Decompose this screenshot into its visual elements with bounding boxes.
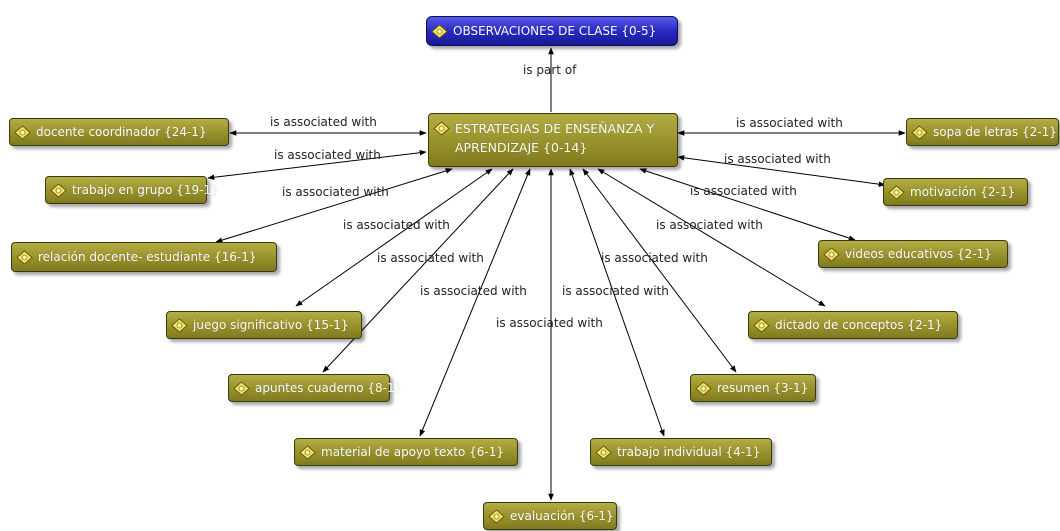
node-apuntes-cuaderno[interactable]: apuntes cuaderno {8-1}	[228, 374, 402, 402]
edge-trabajo-individual[interactable]: is associated with	[562, 168, 669, 437]
edge-material[interactable]: is associated with	[419, 168, 531, 437]
code-icon	[488, 508, 505, 524]
code-icon	[595, 444, 612, 460]
edge-label: is associated with	[377, 251, 484, 265]
edge-label: is associated with	[562, 284, 669, 298]
node-trabajo-individual[interactable]: trabajo individual {4-1}	[590, 438, 772, 466]
code-icon	[823, 246, 840, 262]
node-evaluacion[interactable]: evaluación {6-1}	[483, 502, 617, 530]
code-icon	[16, 249, 33, 265]
node-juego-significativo[interactable]: juego significativo {15-1}	[166, 311, 362, 339]
edge-apuntes[interactable]: is associated with	[322, 168, 514, 373]
edge-label: is associated with	[736, 116, 843, 130]
edge-label: is associated with	[270, 115, 377, 129]
edge-label: is associated with	[724, 152, 831, 166]
node-label: OBSERVACIONES DE CLASE {0-5}	[453, 24, 657, 38]
code-icon	[431, 23, 448, 39]
edge-label: is part of	[523, 63, 577, 77]
code-icon	[50, 182, 67, 198]
code-icon	[911, 124, 928, 140]
node-material-de-apoyo-texto[interactable]: material de apoyo texto {6-1}	[294, 438, 518, 466]
edge-relacion[interactable]: is associated with	[215, 168, 453, 243]
node-label: videos educativos {2-1}	[845, 247, 992, 261]
code-icon	[14, 124, 31, 140]
code-icon	[888, 184, 905, 200]
node-label: evaluación {6-1}	[510, 509, 614, 523]
node-sopa-de-letras[interactable]: sopa de letras {2-1}	[906, 118, 1059, 146]
edge-label: is associated with	[601, 251, 708, 265]
edge-videos[interactable]: is associated with	[639, 168, 856, 241]
node-label: relación docente- estudiante {16-1}	[38, 250, 257, 264]
node-motivacion[interactable]: motivación {2-1}	[883, 178, 1028, 206]
edge-juego[interactable]: is associated with	[295, 168, 493, 307]
edge-label: is associated with	[274, 148, 381, 162]
code-icon	[233, 380, 250, 396]
edge-label: is associated with	[690, 184, 797, 198]
node-label: resumen {3-1}	[717, 381, 809, 395]
node-label: trabajo individual {4-1}	[617, 445, 761, 459]
edge-label: is associated with	[496, 316, 603, 330]
edge-docente[interactable]: is associated with	[229, 115, 427, 136]
code-icon	[433, 121, 450, 136]
edge-part-of[interactable]: is part of	[523, 47, 577, 112]
node-resumen[interactable]: resumen {3-1}	[690, 374, 816, 402]
node-trabajo-en-grupo[interactable]: trabajo en grupo {19-1}	[45, 176, 219, 204]
node-label: juego significativo {15-1}	[193, 318, 349, 332]
node-label: material de apoyo texto {6-1}	[321, 445, 504, 459]
node-dictado-de-conceptos[interactable]: dictado de conceptos {2-1}	[748, 311, 958, 339]
code-icon	[171, 317, 188, 333]
node-label: trabajo en grupo {19-1}	[72, 183, 219, 197]
edge-label: is associated with	[420, 284, 527, 298]
node-docente-coordinador[interactable]: docente coordinador {24-1}	[9, 118, 229, 146]
node-label: motivación {2-1}	[910, 185, 1016, 199]
node-label: docente coordinador {24-1}	[36, 125, 207, 139]
edge-label: is associated with	[282, 185, 389, 199]
node-relacion-docente-estudiante[interactable]: relación docente- estudiante {16-1}	[11, 242, 277, 272]
code-icon	[299, 444, 316, 460]
edge-label: is associated with	[343, 218, 450, 232]
node-label: dictado de conceptos {2-1}	[775, 318, 943, 332]
edge-dictado[interactable]: is associated with	[597, 168, 826, 307]
node-estrategias-de-ensenanza[interactable]: ESTRATEGIAS DE ENSEÑANZA Y APRENDIZAJE {…	[428, 113, 678, 167]
edge-label: is associated with	[656, 218, 763, 232]
node-videos-educativos[interactable]: videos educativos {2-1}	[818, 240, 1008, 268]
node-label: ESTRATEGIAS DE ENSEÑANZA Y APRENDIZAJE {…	[455, 121, 655, 155]
node-observaciones-de-clase[interactable]: OBSERVACIONES DE CLASE {0-5}	[426, 16, 678, 46]
edge-sopa[interactable]: is associated with	[677, 116, 906, 136]
node-label: sopa de letras {2-1}	[933, 125, 1057, 139]
edge-resumen[interactable]: is associated with	[582, 168, 737, 373]
code-icon	[695, 380, 712, 396]
edge-trabajo-grupo[interactable]: is associated with	[207, 148, 427, 181]
edge-motivacion[interactable]: is associated with	[677, 152, 886, 187]
code-icon	[753, 317, 770, 333]
node-label: apuntes cuaderno {8-1}	[255, 381, 403, 395]
